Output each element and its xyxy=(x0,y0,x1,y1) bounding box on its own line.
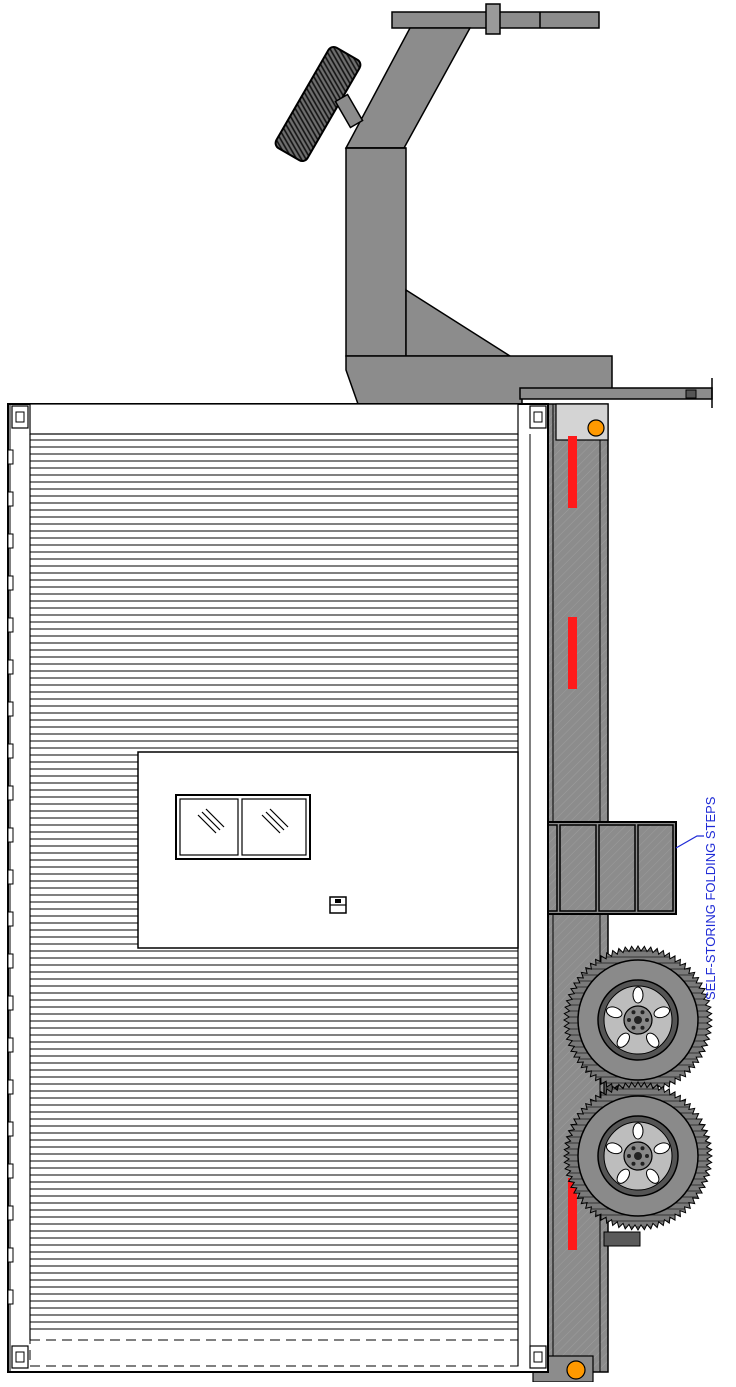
side-window xyxy=(175,794,311,860)
rear-marker-light xyxy=(566,1360,586,1380)
tongue-step-plate xyxy=(274,45,362,163)
jack-stand xyxy=(519,387,713,400)
step-tread-4 xyxy=(637,824,674,912)
wheel-rear xyxy=(563,1081,713,1231)
container-body xyxy=(7,403,549,1373)
tandem-wheels xyxy=(563,945,713,1231)
reflector-rear xyxy=(568,1178,577,1250)
hitch-arm-vertical xyxy=(345,147,407,357)
callout-leader-line xyxy=(675,835,704,849)
step-tread-3 xyxy=(598,824,636,912)
side-rib-marks xyxy=(7,449,14,1305)
hitch-brace xyxy=(405,288,513,357)
front-marker-light xyxy=(587,419,605,437)
vent-icon xyxy=(329,896,347,914)
container-front-wall xyxy=(29,403,519,435)
reflector-middle xyxy=(568,617,577,689)
container-rear-doors xyxy=(29,1339,519,1367)
callout-label: SELF-STORING FOLDING STEPS xyxy=(703,796,718,1000)
hitch-coupler-clamp xyxy=(485,3,501,35)
corrugated-roof xyxy=(29,434,518,1340)
hitch-arm-upper xyxy=(344,27,472,149)
tow-hitch-assembly xyxy=(274,3,713,408)
wheel-front xyxy=(563,945,713,1095)
reflector-front xyxy=(568,436,577,508)
step-tread-2 xyxy=(559,824,597,912)
